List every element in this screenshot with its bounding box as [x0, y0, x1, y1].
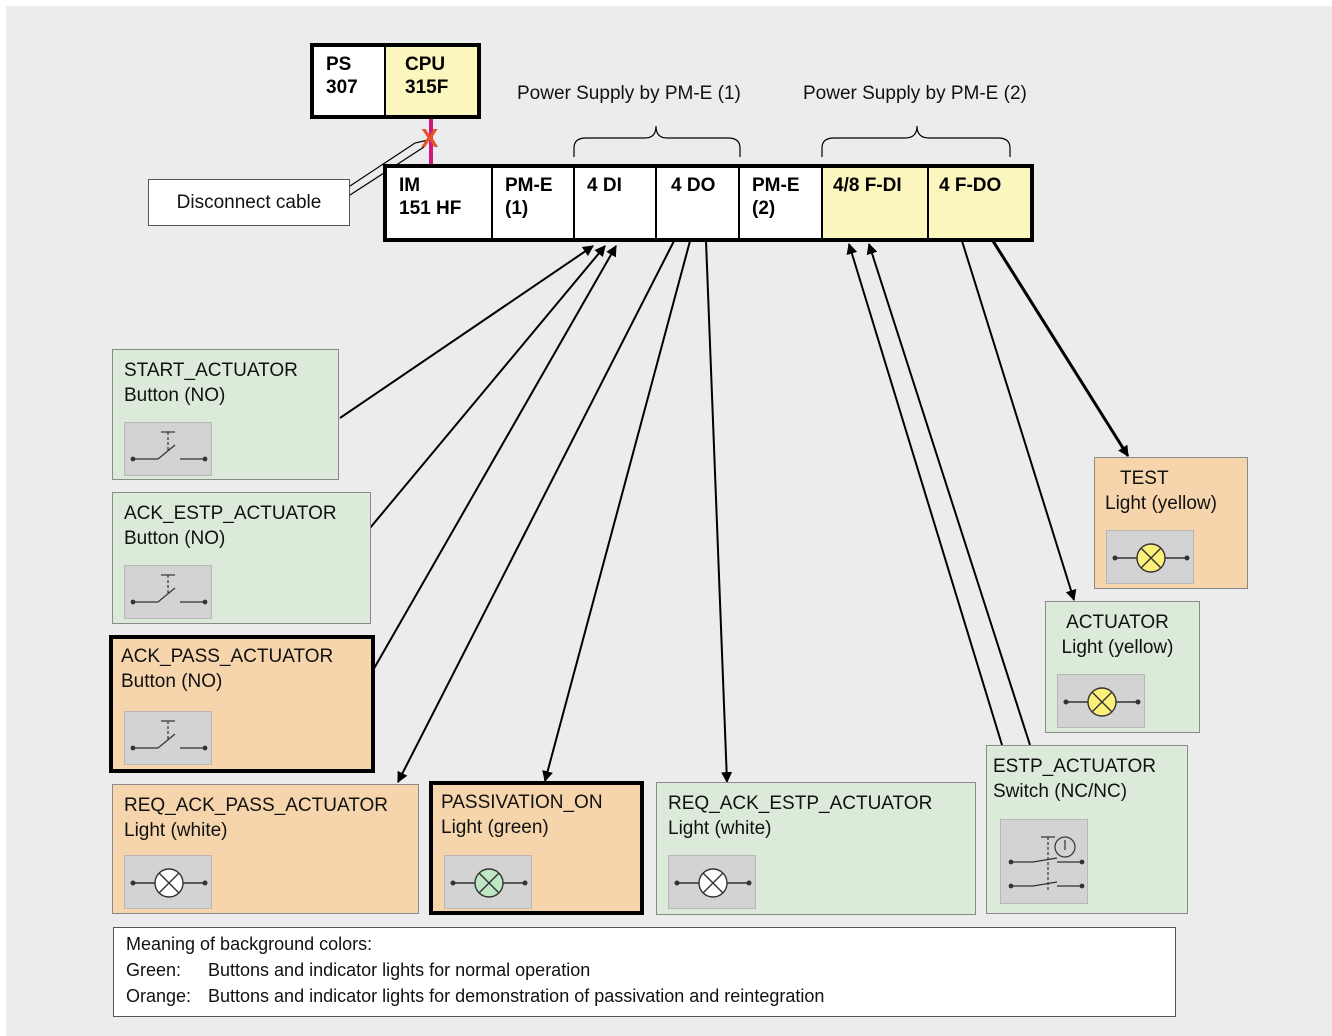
- color-legend: Meaning of background colors: Green: Butt…: [113, 927, 1176, 1017]
- disconnect-cable-callout: Disconnect cable: [148, 179, 350, 226]
- do-label: 4 DO: [671, 175, 716, 196]
- device-name: TEST: [1120, 468, 1169, 489]
- device-type: Light (white): [124, 820, 228, 841]
- device-type: Light (white): [668, 818, 772, 839]
- wire-estp-1: [846, 242, 1003, 746]
- wire-actuator: [961, 240, 1077, 602]
- 4do-module: 4 DO: [655, 164, 740, 242]
- ps-307-module: PS 307: [310, 43, 386, 119]
- req-ack-estp-actuator-card: REQ_ACK_ESTP_ACTUATOR Light (white): [656, 782, 976, 915]
- passivation-on-card: PASSIVATION_ON Light (green): [429, 781, 644, 915]
- pme1-line-2: (1): [505, 198, 529, 219]
- ack-estp-actuator-card: ACK_ESTP_ACTUATOR Button (NO): [112, 492, 371, 624]
- wire-passivation-on: [542, 240, 691, 783]
- callout-leader: [349, 139, 429, 187]
- legend-orange-text: Buttons and indicator lights for demonst…: [208, 986, 825, 1006]
- fdo-label: 4 F-DO: [939, 175, 1002, 196]
- pme2-line-2: (2): [752, 198, 776, 219]
- brace-pme1: [573, 125, 741, 157]
- device-name: ACTUATOR: [1066, 612, 1169, 633]
- wire-req-ack-estp: [705, 240, 733, 784]
- legend-green-key: Green:: [126, 960, 182, 980]
- legend-green-row: Green: Buttons and indicator lights for n…: [126, 957, 1175, 983]
- fdo-module: 4 F-DO: [927, 164, 1034, 242]
- supply-label-pme2: Power Supply by PM-E (2): [803, 83, 1027, 104]
- lamp-icon[interactable]: [124, 855, 212, 909]
- device-type: Light (yellow): [1061, 637, 1174, 658]
- actuator-card: ACTUATOR Light (yellow): [1045, 601, 1200, 733]
- wire-ack-pass: [371, 245, 617, 673]
- start-actuator-card: START_ACTUATOR Button (NO): [112, 349, 339, 480]
- device-name: START_ACTUATOR: [124, 360, 298, 381]
- lamp-icon[interactable]: [1057, 674, 1145, 728]
- pm-e1-module: PM-E (1): [491, 164, 575, 242]
- estp-actuator-card: ESTP_ACTUATOR Switch (NC/NC): [986, 745, 1188, 914]
- supply-label-pme1: Power Supply by PM-E (1): [517, 83, 741, 104]
- im-151-hf-module: IM 151 HF: [383, 164, 493, 242]
- 4di-module: 4 DI: [573, 164, 657, 242]
- legend-orange-row: Orange: Buttons and indicator lights for …: [126, 983, 1175, 1009]
- device-type: Button (NO): [121, 671, 223, 692]
- device-name: REQ_ACK_ESTP_ACTUATOR: [668, 793, 933, 814]
- lamp-icon[interactable]: [444, 855, 532, 909]
- lamp-icon[interactable]: [1106, 530, 1194, 584]
- di-label: 4 DI: [587, 175, 622, 196]
- fdi-module: 4/8 F-DI: [821, 164, 929, 242]
- device-type: Light (yellow): [1105, 493, 1217, 514]
- disconnect-mark: X: [421, 123, 439, 153]
- ack-pass-actuator-card: ACK_PASS_ACTUATOR Button (NO): [109, 635, 375, 773]
- device-name: ACK_PASS_ACTUATOR: [121, 646, 334, 667]
- legend-title: Meaning of background colors:: [126, 934, 373, 954]
- device-type: Button (NO): [124, 385, 226, 406]
- device-type: Light (green): [441, 817, 549, 838]
- ps-line-1: PS: [326, 54, 352, 75]
- wire-test: [991, 240, 1130, 457]
- pushbutton-no-icon[interactable]: [124, 565, 212, 619]
- device-name: ESTP_ACTUATOR: [993, 756, 1156, 777]
- pm-e2-module: PM-E (2): [738, 164, 823, 242]
- device-name: REQ_ACK_PASS_ACTUATOR: [124, 795, 388, 816]
- legend-orange-key: Orange:: [126, 986, 192, 1006]
- req-ack-pass-actuator-card: REQ_ACK_PASS_ACTUATOR Light (white): [112, 784, 419, 914]
- pme2-line-1: PM-E: [752, 175, 800, 196]
- ps-line-2: 307: [326, 77, 358, 98]
- device-type: Button (NO): [124, 528, 226, 549]
- legend-green-text: Buttons and indicator lights for normal …: [208, 960, 591, 980]
- fdi-label: 4/8 F-DI: [833, 175, 902, 196]
- device-type: Switch (NC/NC): [993, 781, 1128, 802]
- pme1-line-1: PM-E: [505, 175, 553, 196]
- device-name: ACK_ESTP_ACTUATOR: [124, 503, 337, 524]
- emergency-stop-switch-icon[interactable]: [1000, 819, 1088, 904]
- im-line-2: 151 HF: [399, 198, 462, 219]
- wire-estp-2: [866, 242, 1031, 746]
- brace-pme2: [821, 125, 1011, 157]
- test-card: TEST Light (yellow): [1094, 457, 1248, 589]
- lamp-icon[interactable]: [668, 855, 756, 909]
- device-name: PASSIVATION_ON: [441, 792, 603, 813]
- wire-ack-estp: [369, 245, 606, 529]
- cpu-line-1: CPU: [405, 54, 446, 75]
- wire-req-ack-pass: [397, 240, 675, 783]
- wire-start-actuator: [339, 245, 594, 419]
- im-line-1: IM: [399, 175, 421, 196]
- cpu-315f-module: CPU 315F: [384, 43, 481, 119]
- pushbutton-no-icon[interactable]: [124, 422, 212, 476]
- pushbutton-no-icon[interactable]: [124, 711, 212, 765]
- cpu-line-2: 315F: [405, 77, 449, 98]
